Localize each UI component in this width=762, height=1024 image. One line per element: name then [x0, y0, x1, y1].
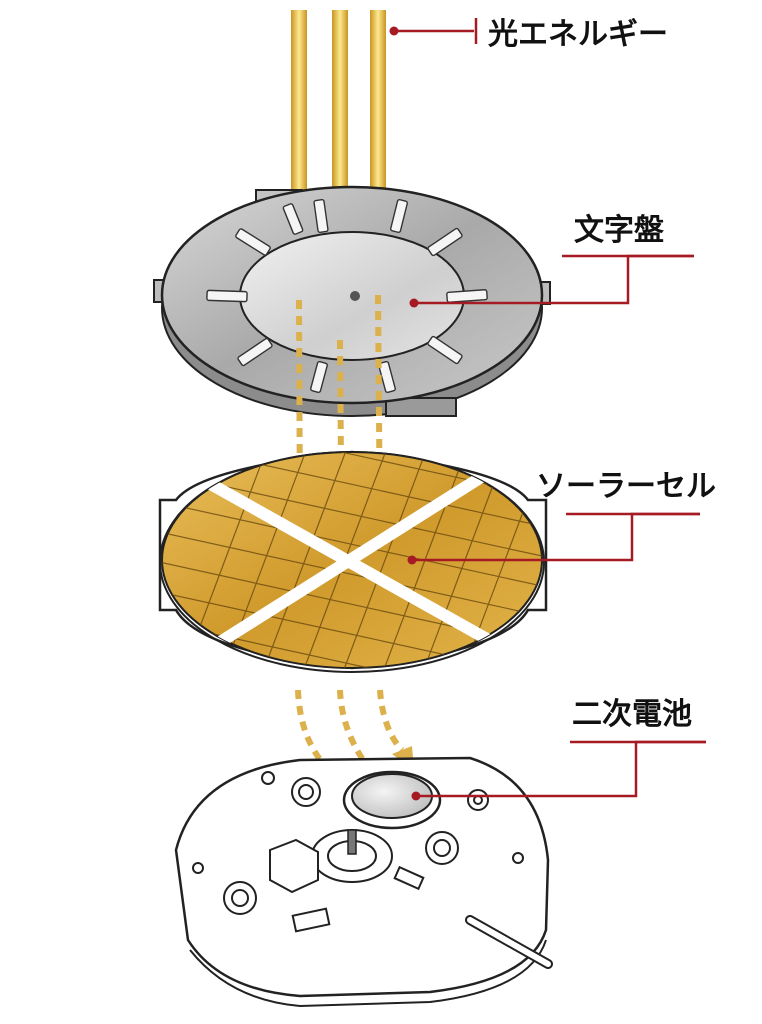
label-rechargeable-battery: 二次電池: [572, 697, 692, 732]
label-solar-cell: ソーラーセル: [536, 469, 716, 504]
movement: [174, 756, 553, 1008]
dial-plate: [153, 185, 551, 417]
leader-lines: [394, 18, 706, 798]
leader-dots: [389, 26, 421, 801]
label-light-energy: 光エネルギー: [488, 17, 668, 52]
solar-cell: [158, 450, 548, 673]
rechargeable-battery: [342, 770, 442, 830]
label-dial: 文字盤: [574, 213, 664, 248]
